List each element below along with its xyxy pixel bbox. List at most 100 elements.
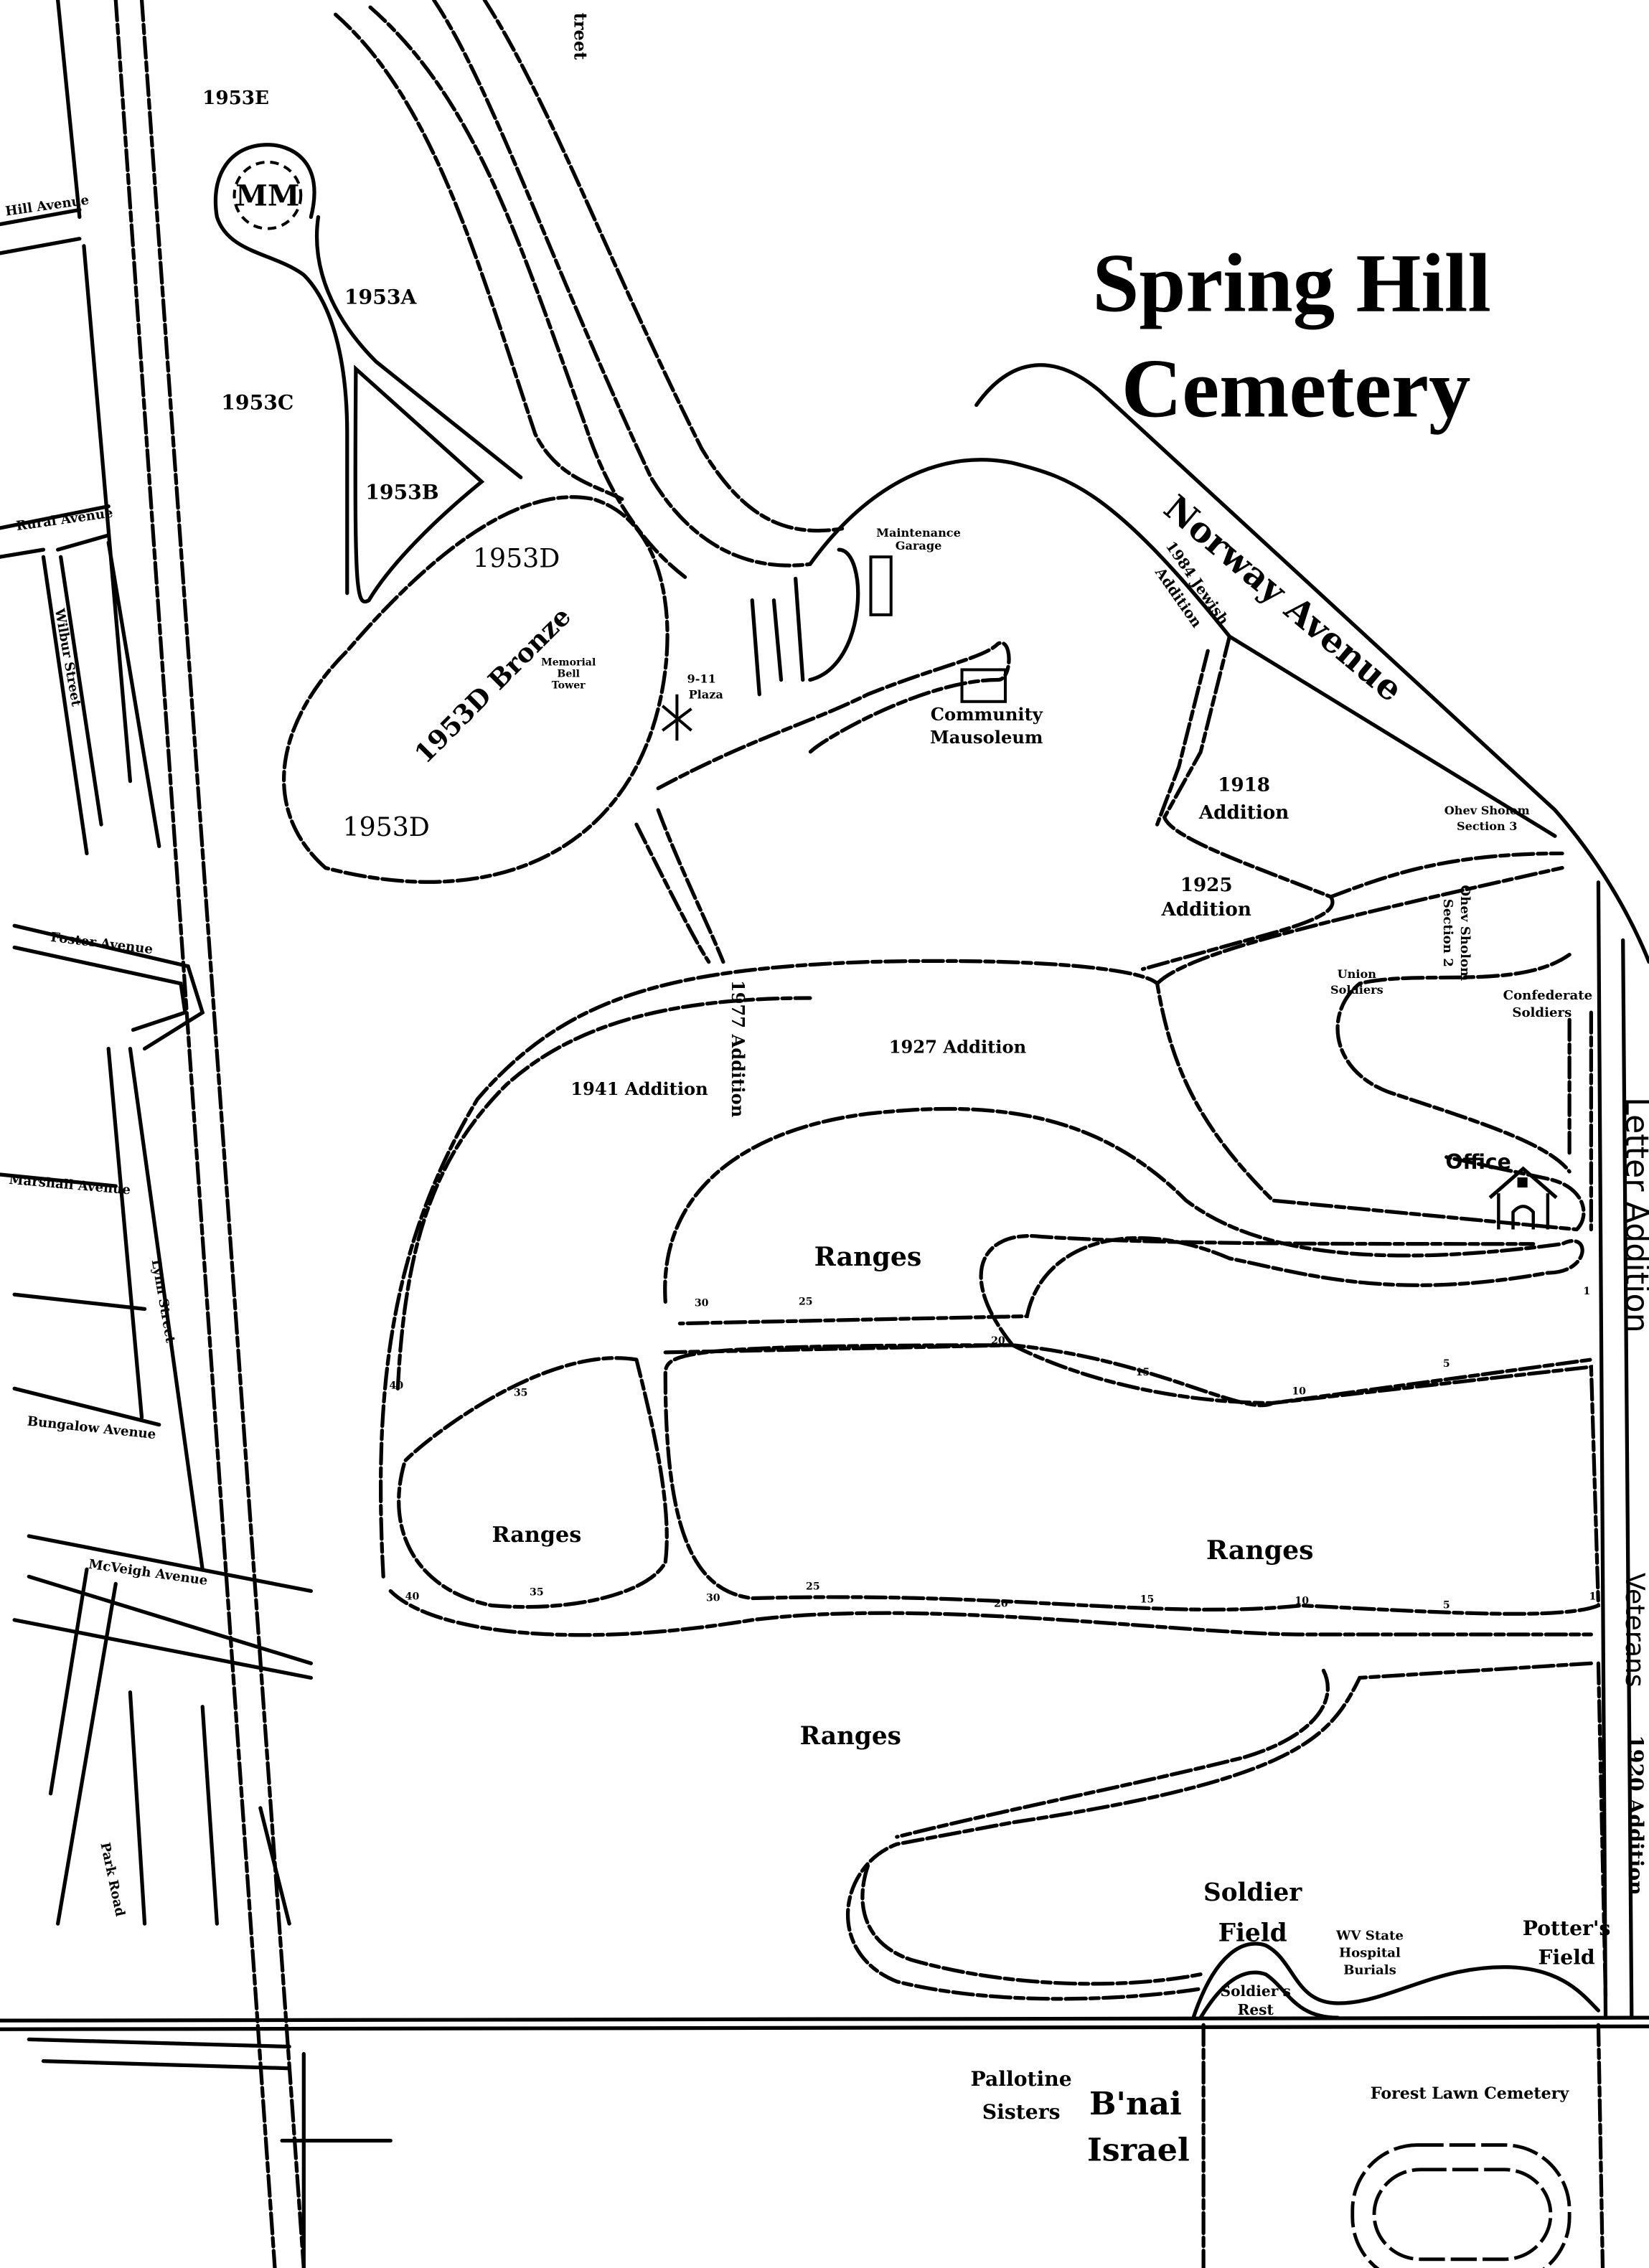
mm-inner-circle [232, 160, 303, 230]
confederate-soldiers: Confederate [1503, 988, 1592, 1003]
section-1977: 1977 Addition [728, 980, 748, 1118]
bell-tower-label: Memorial [541, 657, 596, 668]
section-1918: Addition [1198, 801, 1289, 824]
ohev-sholom-2: Ohev Sholom [1457, 885, 1472, 981]
jewish-addition-road [1140, 634, 1335, 971]
range-marker: 30 [706, 1593, 720, 1604]
range-marker: 20 [994, 1599, 1008, 1610]
wv-state-hospital: WV State [1335, 1928, 1404, 1943]
ranges-label: Ranges [1206, 1535, 1314, 1566]
range-marker: 25 [806, 1581, 820, 1592]
1953b-triangle [353, 364, 485, 604]
soldiers-rest: Rest [1238, 2001, 1274, 2018]
soldier-field: Soldier [1203, 1878, 1302, 1907]
map-title-line2: Cemetery [1122, 343, 1471, 436]
ohev-sholom-3: Ohev Sholom [1444, 804, 1530, 817]
plaza-label: 9-11 [687, 672, 715, 686]
lower-left-ranges-loop [397, 1356, 669, 1609]
1918-road [1155, 649, 1564, 899]
range-marker: 35 [514, 1387, 528, 1398]
community-mausoleum-label: Community [931, 704, 1043, 725]
range-marker: 40 [390, 1380, 404, 1391]
1953d-loop-outer [656, 641, 1011, 791]
upper-ranges-loop [663, 1106, 1584, 1326]
bell-tower-label: Bell [557, 669, 580, 680]
office-loop [1335, 952, 1593, 1232]
maintenance-garage-building [869, 555, 893, 616]
veterans-label: Veterans [1620, 1573, 1649, 1688]
section-mm: MM [235, 178, 299, 212]
street-top: treet [570, 13, 591, 61]
range-marker: 5 [1443, 1358, 1450, 1370]
community-mausoleum-label: Mausoleum [930, 727, 1043, 748]
forest-lawn-loop-outer [1350, 2143, 1572, 2268]
forest-lawn-cemetery: Forest Lawn Cemetery [1371, 2084, 1570, 2103]
street-grid [0, 0, 393, 2268]
main-loop-inner [395, 808, 1564, 1391]
range-marker: 15 [1136, 1367, 1150, 1378]
street-road [432, 0, 812, 568]
ranges-label: Ranges [814, 1241, 922, 1272]
bnai-israel: B'nai [1089, 2085, 1182, 2122]
section-1953b: 1953B [365, 481, 438, 504]
upper-ranges-inner [663, 1233, 1593, 1408]
office-label: Office [1445, 1150, 1511, 1174]
soldier-field-road-inner [1198, 1970, 1340, 2020]
norway-avenue-edge [974, 363, 1649, 964]
east-road-edge [1621, 938, 1634, 2020]
street-norway-avenue: Norway Avenue [1156, 488, 1410, 710]
range-marker: 5 [1443, 1600, 1450, 1611]
wv-state-hospital: Burials [1343, 1963, 1396, 1978]
forest-lawn-boundary [1596, 2023, 1605, 2268]
section-1953d-bottom: 1953D [343, 811, 430, 842]
main-road-edge [139, 0, 306, 2268]
range-marker: 10 [1295, 1596, 1309, 1607]
section-1925: 1925 [1180, 874, 1233, 896]
section-1941: 1941 Addition [570, 1078, 708, 1099]
garage-drive [750, 547, 860, 697]
street-mcveigh-avenue: McVeigh Avenue [88, 1557, 209, 1589]
norway-avenue-edge [808, 458, 1557, 838]
lower-ranges-loop [388, 1589, 1593, 2001]
confederate-soldiers: Soldiers [1512, 1005, 1572, 1020]
street-road [482, 0, 848, 533]
section-1953d-top: 1953D [473, 542, 560, 573]
pallotine-sisters: Sisters [982, 2100, 1061, 2124]
map-title-line1: Spring Hill [1092, 237, 1490, 330]
main-road-edge [113, 0, 277, 2268]
section-1918: 1918 [1218, 774, 1270, 796]
maintenance-garage-label: Maintenance [876, 526, 961, 540]
ranges-label: Ranges [492, 1523, 581, 1548]
range-marker: 40 [405, 1591, 420, 1603]
range-marker: 1 [1583, 1286, 1590, 1297]
range-marker: 25 [799, 1296, 813, 1307]
union-soldiers: Union [1338, 967, 1377, 981]
section-1953a: 1953A [344, 285, 418, 309]
bnai-israel: Israel [1087, 2132, 1190, 2169]
plaza-label: Plaza [689, 688, 724, 702]
1953d-loop [282, 495, 670, 884]
section-1925: Addition [1160, 898, 1251, 921]
section-1920: 1920 Addition [1624, 1735, 1648, 1896]
section-1953e: 1953E [202, 87, 269, 109]
pallotine-sisters: Pallotine [971, 2067, 1072, 2091]
main-loop [379, 959, 1586, 1578]
section-1953c: 1953C [221, 391, 293, 415]
street-foster-avenue: Foster Avenue [50, 930, 154, 957]
east-road-edge [1596, 880, 1608, 2020]
letter-addition: Letter Addition [1618, 1097, 1649, 1333]
maintenance-garage-label: Garage [896, 539, 942, 552]
range-marker: 30 [695, 1297, 709, 1309]
wv-state-hospital: Hospital [1339, 1945, 1401, 1960]
mm-loop [213, 143, 523, 596]
community-mausoleum-building [960, 668, 1007, 703]
plaza-asterisk-icon [661, 694, 692, 741]
office-house-icon [1488, 1166, 1558, 1230]
bell-tower-label: Tower [552, 680, 586, 692]
ranges-label: Ranges [800, 1722, 901, 1751]
south-boundary [0, 2015, 1649, 2023]
section-1927: 1927 Addition [889, 1037, 1027, 1058]
street-marshall-avenue: Marshall Avenue [9, 1172, 131, 1198]
